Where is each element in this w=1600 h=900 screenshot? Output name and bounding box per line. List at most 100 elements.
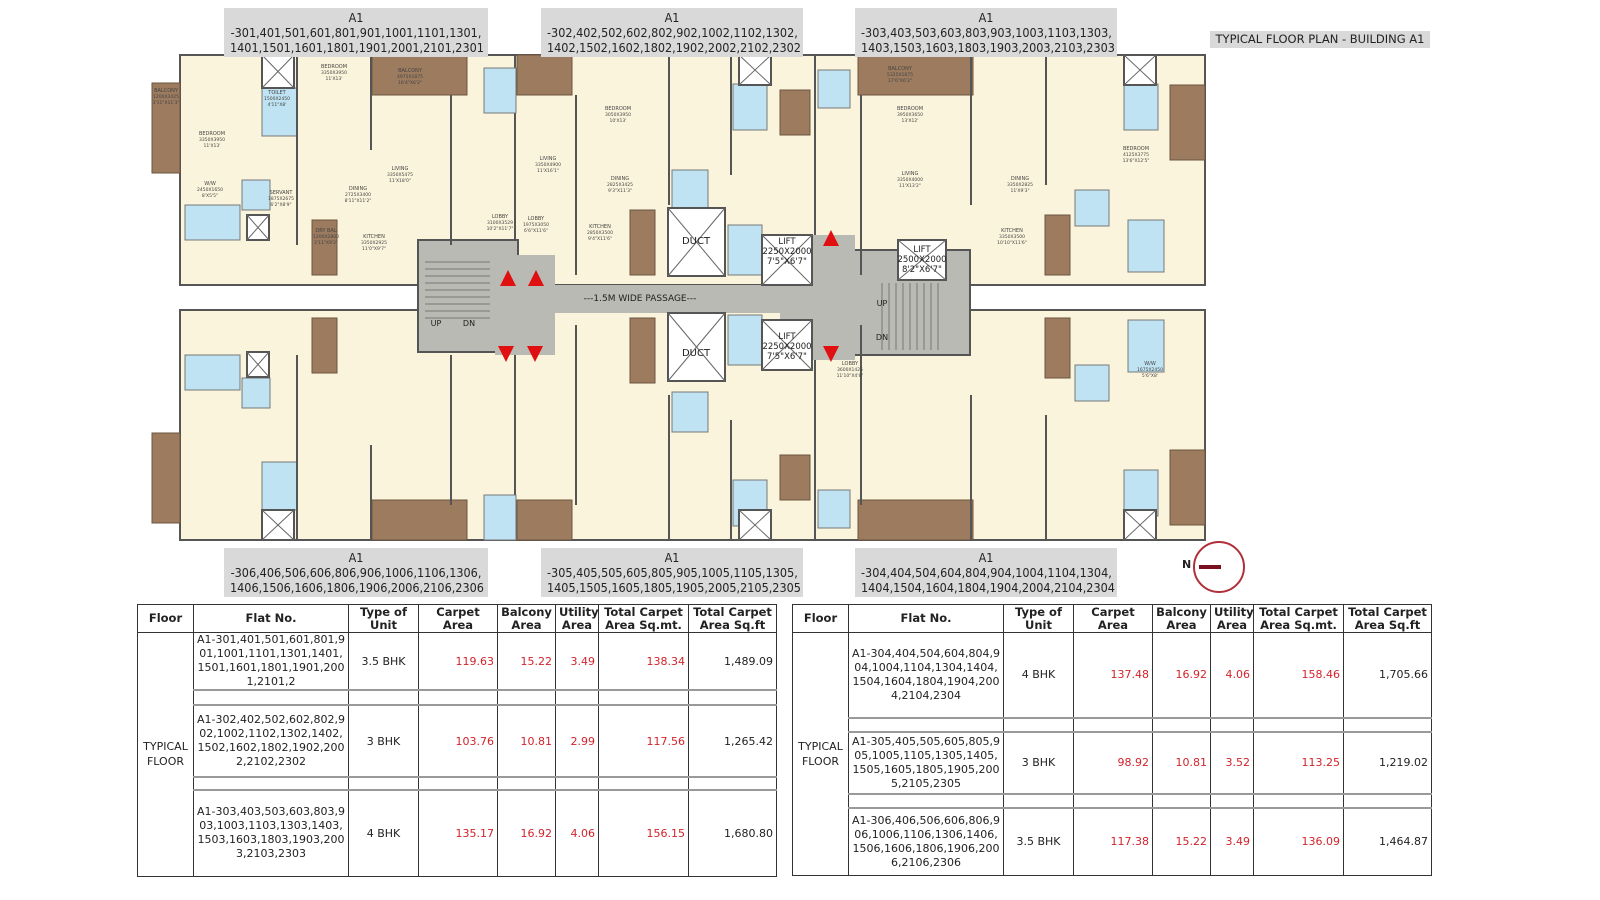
cell-carpet: 103.76	[418, 704, 498, 778]
spacer-cell	[1253, 792, 1344, 809]
room-name-label: TOILET	[267, 90, 286, 96]
flat-label-line: A1 -301,401,501,601,801,901,1001,1101,13…	[230, 10, 482, 40]
spacer-cell	[193, 689, 349, 706]
spacer-cell	[1003, 716, 1074, 733]
spacer-row	[793, 792, 1432, 809]
wall	[730, 55, 732, 175]
toilet-room	[261, 461, 298, 511]
lift-label: LIFT	[778, 332, 796, 342]
room-name-label: BEDROOM	[321, 64, 347, 70]
wall	[370, 55, 372, 150]
room-dims-imperial-label: 10'10"X11'6"	[997, 240, 1027, 246]
room-name-label: LOBBY	[492, 214, 509, 220]
room-dims-imperial-label: 11'X9'3"	[1010, 188, 1029, 194]
cell-carpet: 137.48	[1073, 632, 1153, 718]
shaft-cross	[738, 509, 772, 541]
cell-flat: A1-306,406,506,606,806,906,1006,1106,130…	[848, 807, 1004, 876]
entry-arrow-down-icon	[527, 346, 543, 362]
balcony-area	[516, 499, 573, 541]
wall	[668, 395, 670, 540]
room-name-label: SERVANT	[270, 190, 294, 196]
cell-total-sqft: 1,219.02	[1343, 731, 1432, 794]
room-name-label: LIVING	[540, 156, 557, 162]
room-dims-imperial-label: 11'X13'	[325, 76, 342, 82]
toilet-room	[184, 204, 241, 241]
balcony-area	[629, 209, 656, 276]
room-name-label: DINING	[349, 186, 367, 192]
header-total-carpet-sqm: Total Carpet Area Sq.mt.	[1253, 604, 1344, 633]
passage-label: ---1.5M WIDE PASSAGE---	[584, 294, 697, 304]
cell-total-sqm: 138.34	[598, 632, 689, 691]
flat-label-bottom-right: A1 -304,404,504,604,804,904,1004,1104,13…	[855, 548, 1117, 597]
lift-size-imperial: 7'5"X6'7"	[767, 257, 807, 267]
toilet-room	[184, 354, 241, 391]
room-name-label: BALCONY	[888, 66, 913, 72]
lift-bottom-cross	[761, 319, 813, 371]
flat-label-line: A1 -305,405,505,605,805,905,1005,1105,13…	[547, 550, 798, 580]
room-name-label: BALCONY	[154, 88, 179, 94]
header-type-of-unit: Type of Unit	[348, 604, 419, 633]
header-floor: Floor	[792, 604, 849, 633]
room-dims-label: 3350X2825	[1007, 182, 1033, 188]
room-name-label: KITCHEN	[589, 224, 611, 230]
flat-label-line: 1401,1501,1601,1801,1901,2001,2101,2301	[230, 40, 484, 55]
spacer-cell	[1003, 792, 1074, 809]
cell-total-sqm: 113.25	[1253, 731, 1344, 794]
wall	[1045, 415, 1047, 540]
spacer-cell	[1073, 716, 1153, 733]
room-dims-imperial-label: 17'6"X6'2"	[888, 78, 912, 84]
toilet-room	[817, 489, 851, 529]
flat-label-line: A1 -306,406,506,606,806,906,1006,1106,13…	[230, 550, 482, 580]
room-dims-label: 2725X3400	[345, 192, 371, 198]
entry-arrow-up-icon	[823, 230, 839, 246]
cell-total-sqm: 158.46	[1253, 632, 1344, 718]
lobby-left	[495, 255, 555, 355]
room-dims-imperial-label: 8'X5'5"	[202, 193, 218, 199]
spacer-cell	[348, 776, 419, 791]
shaft-cross	[246, 214, 270, 241]
shaft-cross	[246, 351, 270, 378]
room-dims-imperial-label: 11'X13'2"	[899, 183, 921, 189]
cell-utility: 3.52	[1210, 731, 1254, 794]
duct-bottom-cross	[667, 312, 726, 382]
room-name-label: BEDROOM	[605, 106, 631, 112]
room-dims-label: 1200X2800	[313, 234, 339, 240]
header-type-of-unit: Type of Unit	[1003, 604, 1074, 633]
wall	[450, 95, 452, 245]
duct-label: DUCT	[682, 236, 711, 247]
spacer-cell	[555, 776, 599, 791]
toilet-room	[671, 391, 709, 433]
room-name-label: LIVING	[392, 166, 409, 172]
shaft-cross	[261, 54, 295, 89]
room-dims-imperial-label: 11'10"X4'8"	[837, 373, 864, 379]
table-row: A1-302,402,502,602,802,902,1002,1102,130…	[138, 704, 777, 778]
balcony-area	[857, 54, 974, 96]
toilet-room	[671, 169, 709, 211]
wall	[668, 55, 670, 205]
room-name-label: DRY BAL	[315, 228, 336, 234]
cell-carpet: 117.38	[1073, 807, 1153, 876]
cell-type: 3.5 BHK	[348, 632, 419, 691]
room-dims-label: 1975X3050	[523, 222, 549, 228]
room-dims-imperial-label: 10'2"X11'7"	[487, 226, 514, 232]
header-carpet-area: Carpet Area	[418, 604, 498, 633]
room-dims-label: 3350X3950	[321, 70, 347, 76]
header-total-carpet-sqft: Total Carpet Area Sq.ft	[1343, 604, 1432, 633]
balcony-area	[1169, 84, 1206, 161]
balcony-area	[311, 317, 338, 374]
room-name-label: LOBBY	[528, 216, 545, 222]
cell-utility: 4.06	[1210, 632, 1254, 718]
flat-label-bottom-center: A1 -305,405,505,605,805,905,1005,1105,13…	[541, 548, 803, 597]
spacer-cell	[688, 689, 777, 706]
toilet-room	[483, 494, 517, 541]
header-total-carpet-sqm: Total Carpet Area Sq.mt.	[598, 604, 689, 633]
room-dims-imperial-label: 3'11"X11'3"	[153, 100, 180, 106]
room-dims-label: 3350X5475	[387, 172, 413, 178]
toilet-room	[732, 83, 768, 131]
spacer-cell	[193, 776, 349, 791]
toilet-room	[1127, 219, 1165, 273]
north-compass-icon	[1193, 541, 1245, 593]
room-dims-label: 3350X2925	[361, 240, 387, 246]
balcony-area	[151, 432, 181, 524]
